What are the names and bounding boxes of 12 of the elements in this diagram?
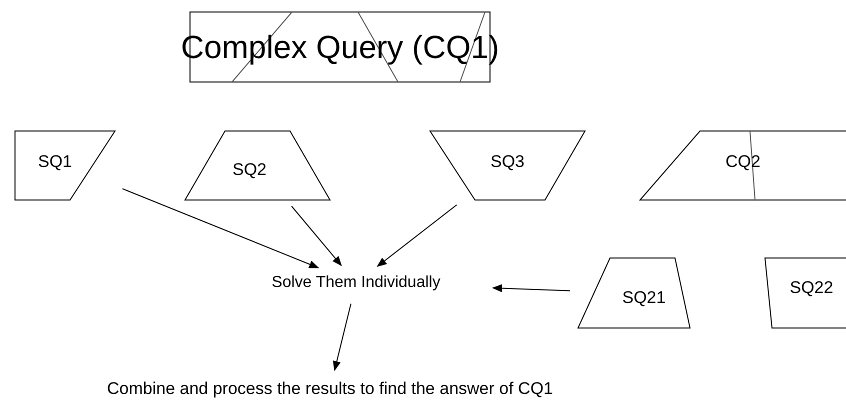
shape-label: SQ21: [622, 288, 666, 306]
arrow: [291, 206, 342, 266]
shape-label: SQ1: [38, 153, 72, 170]
arrow: [376, 204, 458, 267]
shape-label: SQ3: [490, 153, 525, 170]
shape-label: SQ2: [232, 161, 267, 178]
arrow: [122, 188, 320, 268]
arrow: [492, 284, 570, 292]
result-text: Combine and process the results to find the answer of CQ1: [30, 376, 630, 402]
shape-label: SQ22: [790, 278, 834, 296]
step-text: Solve Them Individually: [225, 270, 487, 296]
arrow: [332, 303, 352, 372]
